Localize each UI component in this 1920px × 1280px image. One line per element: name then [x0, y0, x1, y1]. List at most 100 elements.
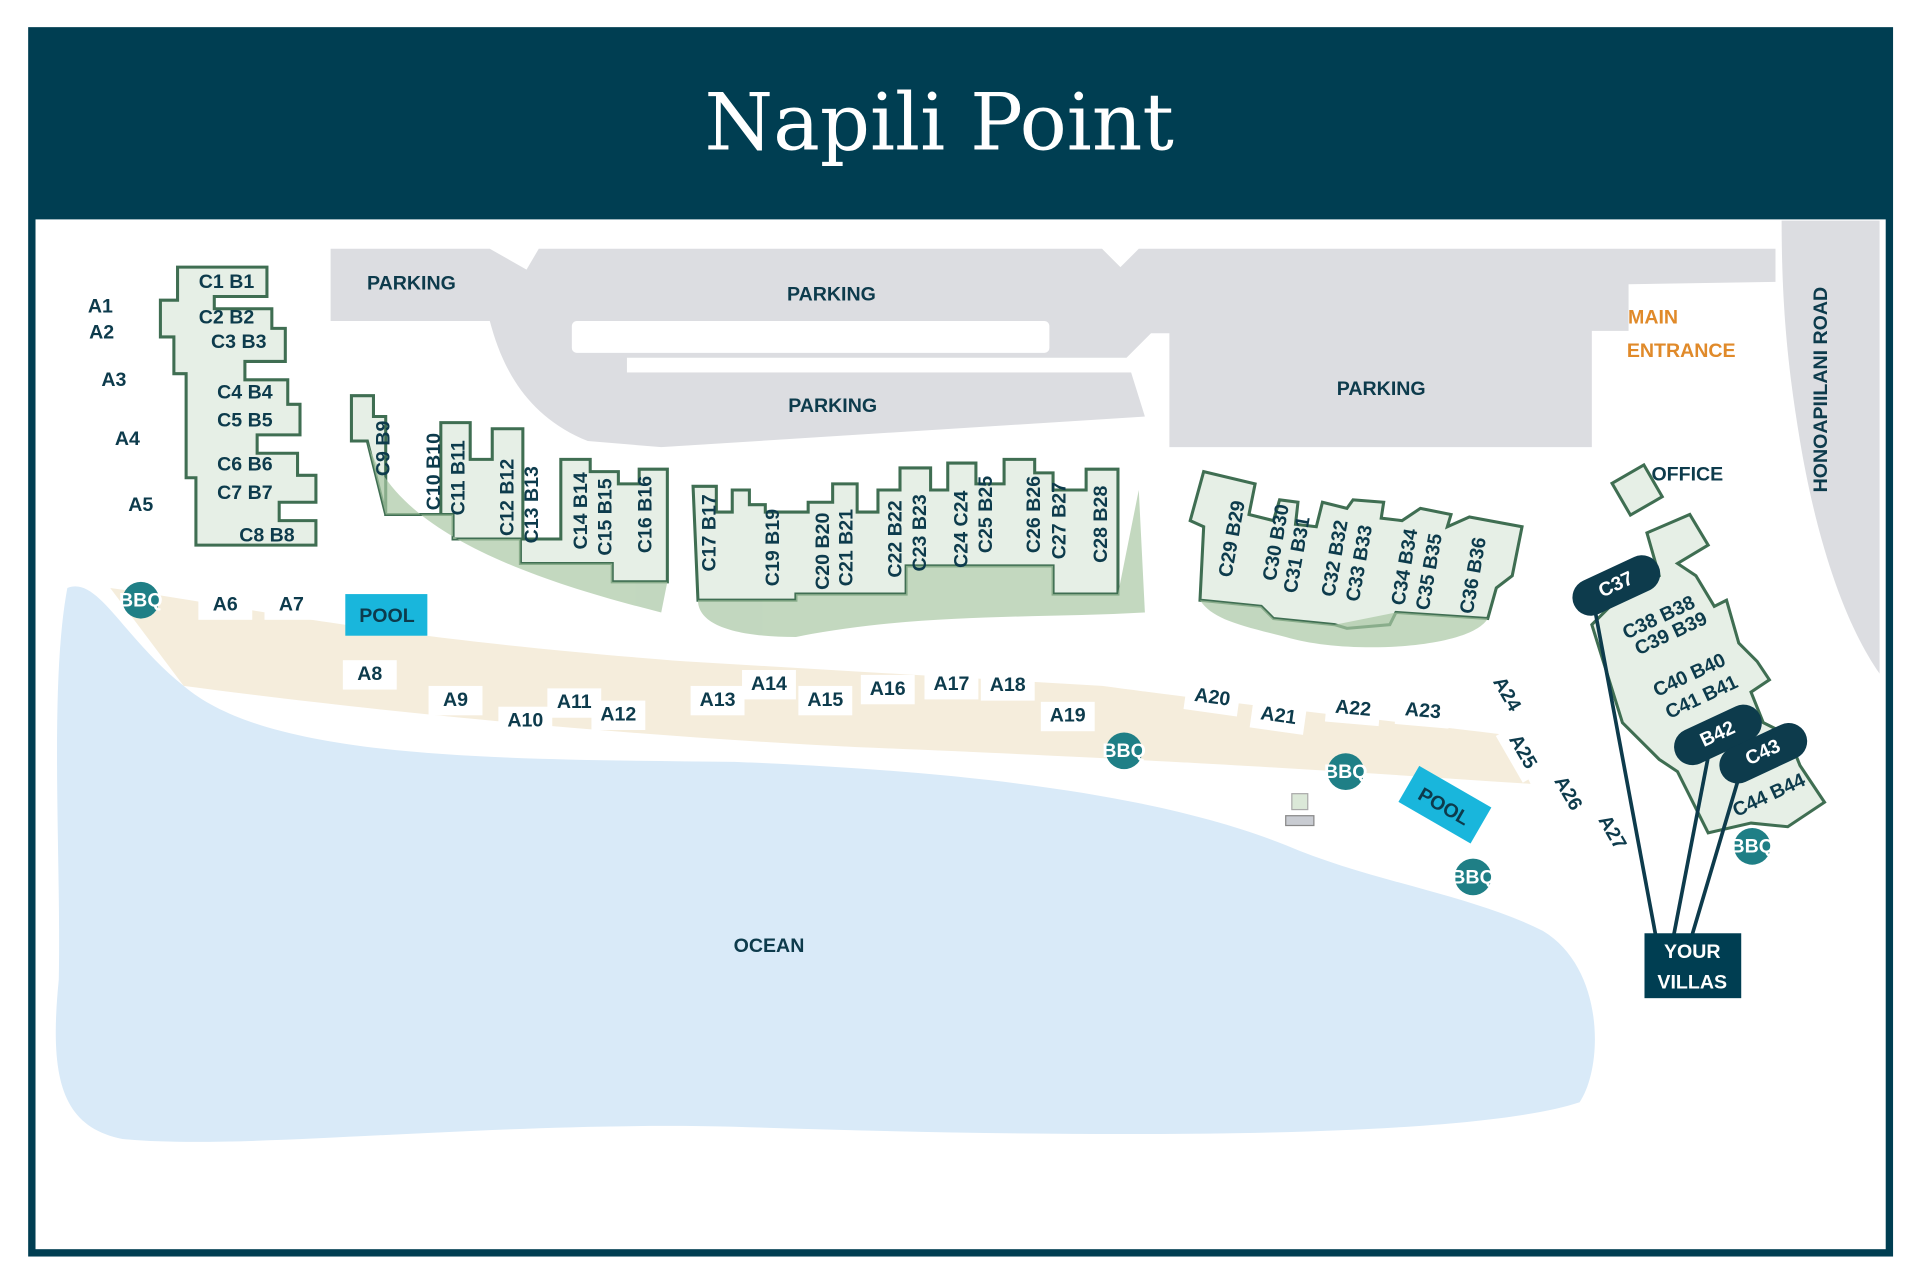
- unit-a-label[interactable]: A9: [443, 689, 468, 711]
- unit-a-label[interactable]: A13: [700, 689, 736, 711]
- main-entrance-label: ENTRANCE: [1627, 340, 1736, 362]
- unit-bc-label[interactable]: C11 B11: [447, 440, 469, 515]
- pointer-lines: [1592, 605, 1741, 936]
- lounge-chair-icon: [1285, 793, 1315, 827]
- unit-a-pad: [690, 685, 745, 716]
- unit-bc-label[interactable]: C3 B3: [211, 331, 267, 353]
- highlighted-unit-pill[interactable]: [1566, 549, 1666, 622]
- unit-bc-label[interactable]: C12 B12: [496, 459, 518, 536]
- building-c17-c28: [691, 457, 1120, 602]
- bbq-label: BBQ: [119, 590, 163, 612]
- unit-bc-label[interactable]: C17 B17: [698, 494, 720, 571]
- unit-a-label[interactable]: A2: [89, 321, 114, 343]
- road-label: HONOAPIILANI ROAD: [1810, 287, 1832, 493]
- unit-a-pad: [798, 685, 853, 716]
- highlighted-unit-pill[interactable]: [1713, 717, 1813, 790]
- unit-a-label[interactable]: A20: [1193, 684, 1232, 711]
- unit-bc-label[interactable]: C26 B26: [1023, 476, 1045, 553]
- unit-a-label[interactable]: A11: [557, 691, 592, 713]
- unit-bc-label[interactable]: C5 B5: [217, 410, 273, 432]
- unit-a-label[interactable]: A15: [807, 689, 843, 711]
- unit-a-pad: [86, 366, 141, 396]
- unit-bc-label[interactable]: C4 B4: [217, 381, 273, 403]
- your-villas-box: YOUR VILLAS: [1644, 933, 1742, 999]
- unit-a-label[interactable]: A23: [1404, 698, 1442, 723]
- unit-a-label[interactable]: A8: [357, 663, 382, 685]
- unit-a-pad: [498, 706, 553, 737]
- ocean-area: [55, 586, 1595, 1142]
- parking-label: PARKING: [1337, 378, 1426, 400]
- unit-a-pad: [73, 292, 128, 323]
- unit-bc-label[interactable]: C23 B23: [909, 494, 931, 571]
- unit-a-label[interactable]: A5: [128, 494, 153, 516]
- trees: [367, 441, 1488, 648]
- unit-a-label[interactable]: A21: [1259, 702, 1298, 729]
- bbq-icon: [1733, 827, 1771, 865]
- office-label: OFFICE: [1651, 463, 1723, 485]
- unit-a-pad: [428, 685, 483, 716]
- highlighted-unit-pill[interactable]: [1668, 699, 1768, 772]
- unit-a-pad: [1040, 701, 1095, 732]
- unit-a-pad: [742, 670, 796, 700]
- unit-a-label[interactable]: A22: [1334, 696, 1372, 721]
- unit-a-label[interactable]: A19: [1050, 705, 1086, 727]
- bbq-icon: [1454, 858, 1492, 896]
- unit-a-pad: [591, 700, 646, 730]
- unit-bc-label[interactable]: C27 B27: [1049, 482, 1071, 559]
- unit-bc-label[interactable]: C8 B8: [239, 525, 295, 547]
- unit-bc-label[interactable]: C22 B22: [884, 500, 906, 577]
- building-c1-c8: [158, 265, 318, 547]
- unit-a-pad: [1495, 721, 1549, 783]
- unit-bc-label[interactable]: C15 B15: [594, 478, 616, 555]
- unit-bc-label[interactable]: C20 B20: [812, 512, 834, 589]
- bbq-label: BBQ: [1324, 761, 1368, 783]
- unit-a-label[interactable]: A3: [101, 369, 126, 391]
- unit-bc-label[interactable]: C25 B25: [975, 476, 997, 553]
- unit-a-pad: [924, 670, 979, 700]
- office-building: [1609, 462, 1665, 518]
- pool-2[interactable]: POOL: [1398, 765, 1492, 844]
- unit-a-label[interactable]: A4: [115, 428, 140, 450]
- unit-bc-label[interactable]: C16 B16: [635, 476, 657, 553]
- unit-bc-label[interactable]: C13 B13: [521, 466, 543, 543]
- unit-a-pad: [1585, 802, 1638, 864]
- bbq-label: BBQ: [1730, 836, 1774, 858]
- unit-bc-label[interactable]: C21 B21: [836, 509, 858, 586]
- parking-label: PARKING: [367, 272, 456, 294]
- unit-a-pad: [198, 590, 253, 620]
- parking-lots: [330, 220, 1880, 674]
- unit-a-label[interactable]: A1: [88, 296, 113, 318]
- unit-a-pad: [1249, 698, 1308, 735]
- unit-bc-label[interactable]: C24 C24: [951, 490, 973, 567]
- main-entrance-label: MAIN: [1628, 307, 1678, 329]
- bbq-label: BBQ: [1451, 866, 1495, 888]
- unit-bc-label[interactable]: C9 B9: [373, 421, 395, 477]
- unit-a-label[interactable]: A7: [279, 593, 304, 615]
- unit-bc-label[interactable]: C14 B14: [570, 472, 592, 549]
- unit-bc-label[interactable]: C2 B2: [199, 307, 255, 329]
- parking-label: PARKING: [787, 283, 876, 305]
- bbq-icon: [1105, 732, 1143, 770]
- bbq-icon: [1327, 753, 1365, 790]
- unit-bc-label[interactable]: C19 B19: [762, 509, 784, 586]
- unit-bc-label[interactable]: C10 B10: [423, 433, 445, 510]
- your-villas-line2: VILLAS: [1657, 971, 1727, 993]
- unit-a-label[interactable]: A12: [600, 703, 636, 725]
- pool-1[interactable]: POOL: [345, 594, 428, 636]
- unit-a-label[interactable]: A10: [507, 710, 543, 732]
- unit-a-label[interactable]: A17: [933, 673, 969, 695]
- unit-a-pad: [980, 671, 1035, 701]
- unit-bc-label[interactable]: C6 B6: [217, 454, 273, 476]
- unit-a-pad: [1183, 679, 1241, 717]
- unit-bc-label[interactable]: C28 B28: [1090, 486, 1112, 563]
- unit-a-label[interactable]: A14: [751, 673, 787, 695]
- unit-a-pad: [1541, 762, 1594, 825]
- unit-a-label[interactable]: A18: [990, 674, 1026, 696]
- unit-bc-label[interactable]: C1 B1: [199, 271, 255, 293]
- unit-bc-label[interactable]: C7 B7: [217, 482, 273, 504]
- pool-label: POOL: [359, 605, 415, 627]
- unit-a-label[interactable]: A16: [870, 678, 906, 700]
- unit-a-pad: [860, 674, 915, 705]
- unit-a-label[interactable]: A6: [213, 593, 238, 615]
- unit-a-pad: [74, 318, 129, 348]
